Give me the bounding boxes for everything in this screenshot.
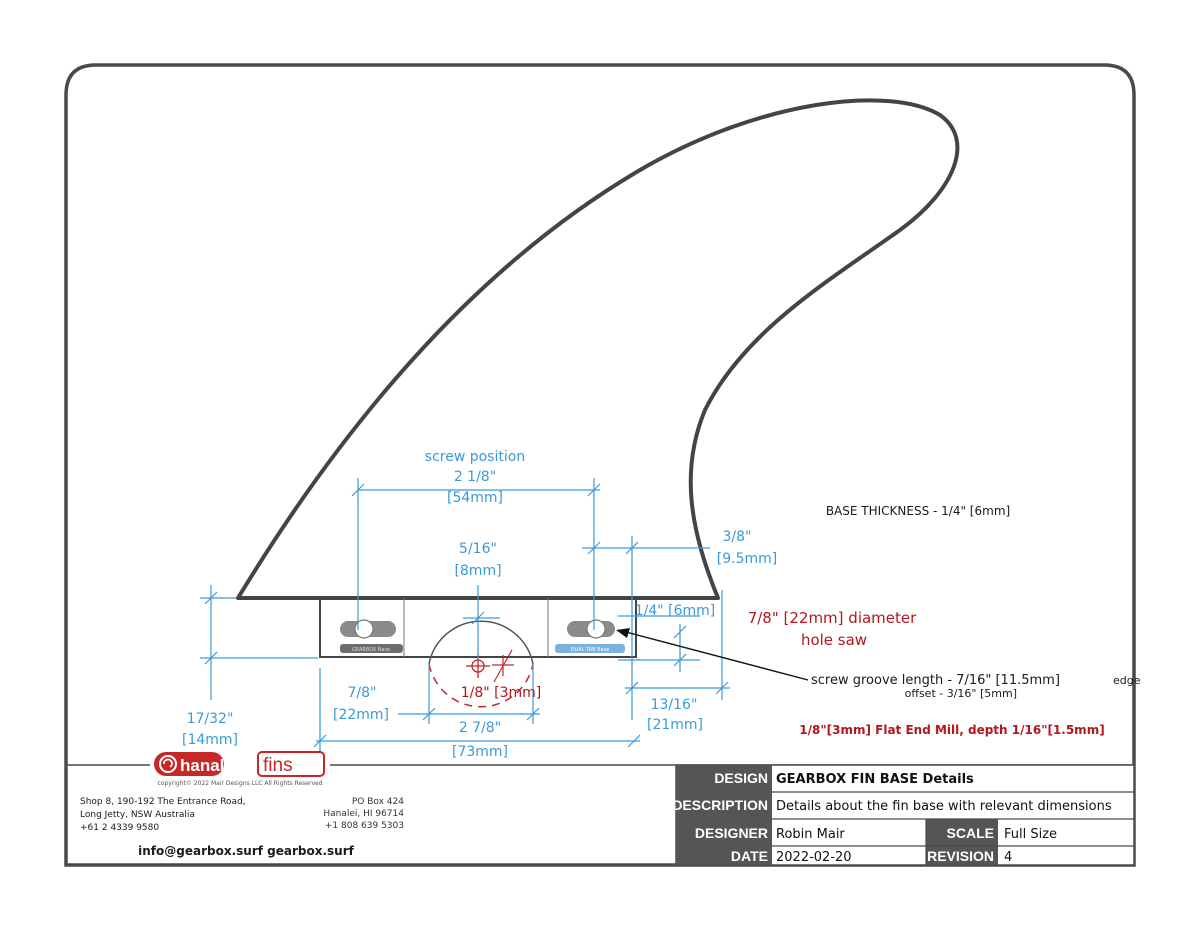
sheet-border xyxy=(64,63,1136,867)
fin-outline xyxy=(236,98,960,600)
groove-leader-line xyxy=(621,630,809,681)
description-label: DESCRIPTION xyxy=(672,797,768,813)
tab-plate-right-label: DUAL TAB Base xyxy=(571,647,610,653)
design-label: DESIGN xyxy=(714,770,768,786)
scale-value: Full Size xyxy=(1004,827,1057,842)
label-5-16: 5/16" xyxy=(459,541,497,557)
label-7-8: 7/8" xyxy=(348,685,377,701)
svg-text:fins: fins xyxy=(263,755,293,776)
label-9-5mm: [9.5mm] xyxy=(717,551,777,567)
label-17-32: 17/32" xyxy=(187,711,234,727)
title-block xyxy=(675,764,1135,866)
revision-value: 4 xyxy=(1004,850,1012,865)
address-line-3: +61 2 4339 9580 xyxy=(80,823,159,833)
label-groove-length: screw groove length - 7/16" [11.5mm] xyxy=(811,673,1060,688)
label-1-8-3mm: 1/8" [3mm] xyxy=(461,685,542,701)
label-hole-saw-2: hole saw xyxy=(801,631,867,649)
revision-label: REVISION xyxy=(927,848,994,864)
label-73mm: [73mm] xyxy=(452,744,508,760)
label-2-7-8: 2 7/8" xyxy=(459,720,501,736)
address-line-2: Long Jetty, NSW Australia xyxy=(80,810,195,820)
label-groove-edge: edge xyxy=(1113,674,1141,687)
label-screw-position: screw position xyxy=(425,449,525,465)
hanalei-fins-logo: hanalei fins xyxy=(154,751,325,777)
label-hole-saw-1: 7/8" [22mm] diameter xyxy=(748,609,917,627)
label-groove-offset: offset - 3/16" [5mm] xyxy=(905,687,1017,700)
dimension-lines xyxy=(200,478,730,752)
tab-plate-left-label: GEARBOX Base xyxy=(352,647,390,653)
label-13-16: 13/16" xyxy=(651,697,698,713)
label-21mm: [21mm] xyxy=(647,717,703,733)
designer-label: DESIGNER xyxy=(695,825,768,841)
label-2-1-8: 2 1/8" xyxy=(454,469,496,485)
tab-plate-right xyxy=(555,644,625,653)
label-22mm: [22mm] xyxy=(333,707,389,723)
tab-plate-left xyxy=(340,644,403,653)
label-1-4-6mm: 1/4" [6mm] xyxy=(635,603,716,619)
label-8mm: [8mm] xyxy=(454,563,501,579)
copyright-text: copyright© 2022 Mair Designs LLC All Rig… xyxy=(157,780,322,787)
groove-leader-arrowhead xyxy=(616,628,630,638)
label-end-mill: 1/8"[3mm] Flat End Mill, depth 1/16"[1.5… xyxy=(799,723,1104,737)
date-label: DATE xyxy=(731,848,768,864)
po-line-3: +1 808 639 5303 xyxy=(325,821,404,831)
svg-text:hanalei: hanalei xyxy=(180,756,239,775)
label-base-thickness: BASE THICKNESS - 1/4" [6mm] xyxy=(826,504,1010,518)
screw-head-right xyxy=(586,619,606,639)
label-14mm: [14mm] xyxy=(182,732,238,748)
label-54mm: [54mm] xyxy=(447,490,503,506)
po-line-1: PO Box 424 xyxy=(352,797,404,807)
screw-head-left xyxy=(354,619,374,639)
hole-saw-circle xyxy=(428,620,534,665)
hole-saw-circle-dashed xyxy=(428,663,534,708)
design-value: GEARBOX FIN BASE Details xyxy=(776,772,974,787)
address-line-1: Shop 8, 190-192 The Entrance Road, xyxy=(80,797,246,807)
description-value: Details about the fin base with relevant… xyxy=(776,799,1112,814)
date-value: 2022-02-20 xyxy=(776,850,852,865)
scale-label: SCALE xyxy=(947,825,994,841)
po-line-2: Hanalei, HI 96714 xyxy=(323,809,404,819)
label-3-8: 3/8" xyxy=(723,529,752,545)
contact-line: info@gearbox.surf gearbox.surf xyxy=(138,844,354,858)
designer-value: Robin Mair xyxy=(776,827,845,842)
